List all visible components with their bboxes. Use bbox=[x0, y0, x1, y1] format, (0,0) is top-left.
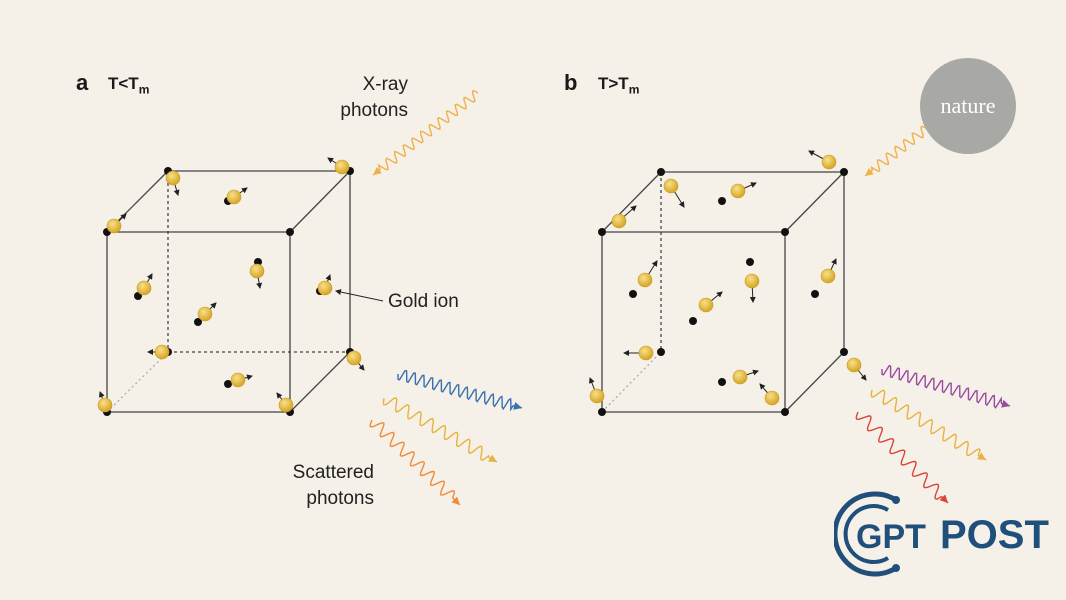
lattice-site bbox=[657, 348, 665, 356]
lattice-site bbox=[689, 317, 697, 325]
scattered-photon-b-purple bbox=[881, 364, 1011, 409]
lattice-site bbox=[746, 258, 754, 266]
panel-a-letter: a bbox=[76, 70, 89, 95]
gold-ion bbox=[821, 154, 837, 170]
gold-ion bbox=[732, 369, 748, 385]
gpt-text: GPT bbox=[856, 518, 926, 556]
scattered-photon-b-purple-head bbox=[1001, 399, 1010, 408]
gold-ion bbox=[106, 218, 122, 234]
scattered-label-line2: photons bbox=[306, 488, 374, 509]
gptpost-logo: GPT POST bbox=[834, 491, 1049, 577]
gold-ion bbox=[136, 280, 152, 296]
gold-ion bbox=[764, 390, 780, 406]
panel-b-condition-sub: m bbox=[628, 82, 640, 97]
incoming-photon-b-head bbox=[865, 167, 874, 176]
gold-ion bbox=[230, 372, 246, 388]
gold-ion-label: Gold ion bbox=[388, 291, 459, 312]
lattice-site bbox=[840, 168, 848, 176]
lattice-site bbox=[657, 168, 665, 176]
scattered-photon-b-red-head bbox=[939, 494, 948, 503]
scattered-photons-label: Scattered photons bbox=[270, 460, 374, 512]
gold-ion bbox=[744, 273, 760, 289]
lattice-site bbox=[718, 378, 726, 386]
xray-label-line1: X-ray bbox=[362, 74, 408, 95]
incoming-photon-a-head bbox=[373, 166, 382, 175]
photon-waves bbox=[369, 90, 1011, 506]
gold-ion bbox=[249, 263, 265, 279]
post-text: POST bbox=[940, 513, 1049, 557]
gold-ion bbox=[154, 344, 170, 360]
gold-ion bbox=[730, 183, 746, 199]
lattice-site bbox=[781, 228, 789, 236]
scattered-label-line1: Scattered bbox=[292, 462, 374, 483]
gold-ion bbox=[589, 388, 605, 404]
lattice-site bbox=[224, 380, 232, 388]
gold-ion bbox=[334, 159, 350, 175]
ions-a bbox=[97, 157, 365, 416]
gold-ion bbox=[97, 397, 113, 413]
gold-ion bbox=[226, 189, 242, 205]
panel-a-condition-main: T<T bbox=[108, 74, 139, 93]
nature-logo: nature bbox=[920, 58, 1016, 154]
cube-b bbox=[601, 171, 845, 413]
incoming-photon-a bbox=[372, 90, 479, 176]
scattered-photon-a-blue-head bbox=[513, 402, 522, 410]
panel-a-condition: T<Tm bbox=[108, 74, 149, 96]
panel-a-condition-sub: m bbox=[138, 82, 150, 97]
gold-ion bbox=[637, 272, 653, 288]
gold-ion bbox=[638, 345, 654, 361]
gold-ion bbox=[346, 350, 362, 366]
gold-ion bbox=[165, 170, 181, 186]
scattered-photon-b-yellow bbox=[870, 389, 987, 461]
scattered-photon-a-orange bbox=[369, 419, 461, 506]
lattice-site bbox=[194, 318, 202, 326]
lattice-site bbox=[629, 290, 637, 298]
gold-ion-pointer bbox=[335, 289, 384, 302]
gold-ion bbox=[820, 268, 836, 284]
scattered-photon-a-blue bbox=[397, 369, 523, 412]
gold-ion bbox=[611, 213, 627, 229]
xray-photons-label: X-ray photons bbox=[320, 72, 408, 124]
gold-ion bbox=[663, 178, 679, 194]
gold-ion bbox=[278, 397, 294, 413]
scattered-photon-a-yellow-head bbox=[488, 454, 497, 462]
panel-b-letter: b bbox=[564, 70, 578, 95]
gold-ion bbox=[317, 280, 333, 296]
lattice-site bbox=[286, 228, 294, 236]
nature-logo-text: nature bbox=[940, 93, 996, 118]
scattered-photon-b-red bbox=[855, 411, 949, 504]
panel-b-condition-main: T>T bbox=[598, 74, 629, 93]
lattice-site bbox=[598, 408, 606, 416]
ions-b bbox=[589, 150, 867, 416]
gold-ion bbox=[197, 306, 213, 322]
lattice-site bbox=[840, 348, 848, 356]
xray-label-line2: photons bbox=[340, 100, 408, 121]
cube-a bbox=[106, 170, 351, 413]
lattice-site bbox=[781, 408, 789, 416]
scattered-photon-a-yellow bbox=[382, 397, 498, 463]
gold-ion bbox=[846, 357, 862, 373]
panel-b-condition: T>Tm bbox=[598, 74, 639, 96]
scattered-photon-b-yellow-head bbox=[977, 452, 986, 460]
gold-ion bbox=[698, 297, 714, 313]
scattered-photon-a-orange-head bbox=[451, 496, 460, 505]
lattice-site bbox=[598, 228, 606, 236]
lattice-site bbox=[811, 290, 819, 298]
lattice-site bbox=[718, 197, 726, 205]
